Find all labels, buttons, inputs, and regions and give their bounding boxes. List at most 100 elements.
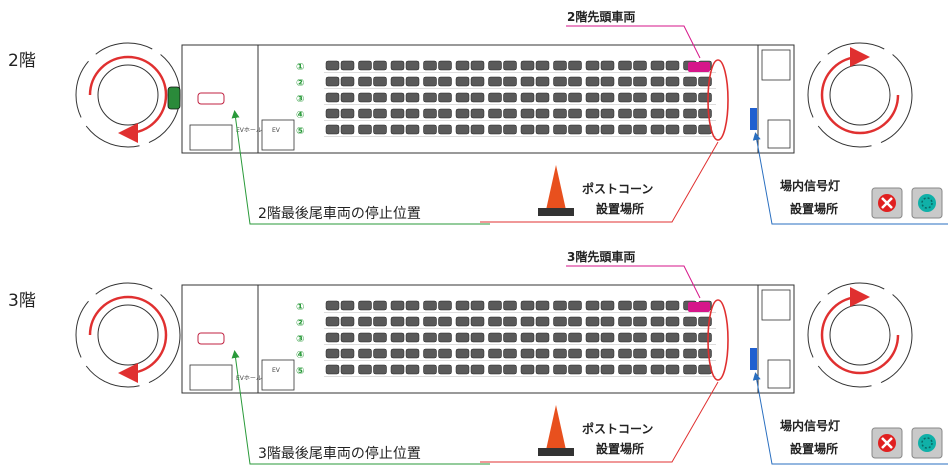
parked-car-icon [340, 60, 355, 71]
parked-car-icon [340, 300, 355, 311]
parked-car-icon [488, 108, 502, 119]
parked-car-icon [405, 300, 420, 311]
parked-car-icon [390, 60, 405, 71]
floor-section-2f: 2階 EV EVホール ① ② ③ ④ ⑤ [8, 9, 948, 225]
parked-car-icon [503, 300, 517, 311]
parked-car-icon [585, 60, 600, 71]
parked-car-icon [325, 348, 340, 359]
parked-car-icon [665, 76, 680, 87]
parked-car-icon [325, 364, 340, 375]
parked-car-icon [503, 316, 517, 327]
parked-car-icon [698, 364, 712, 375]
stop-signal-icon [871, 427, 903, 459]
tail-vehicle-caption: 2階最後尾車両の停止位置 [258, 205, 421, 222]
row-number-1: ① [296, 62, 304, 73]
parked-car-icon [470, 108, 485, 119]
parked-car-icon [325, 124, 340, 135]
parked-car-icon [553, 92, 567, 103]
parked-car-icon [373, 76, 387, 87]
cone-zone [707, 59, 729, 141]
signal-light-icon [750, 108, 757, 130]
parked-car-icon [340, 92, 355, 103]
parked-car-icon [568, 348, 582, 359]
parked-car-icon [650, 124, 665, 135]
parked-car-icon [358, 364, 372, 375]
parked-car-icon [520, 124, 535, 135]
parked-car-icon [470, 124, 485, 135]
parked-car-icon [488, 76, 502, 87]
parked-car-icon [665, 348, 680, 359]
parked-car-icon [455, 92, 470, 103]
parked-car-icon [520, 76, 535, 87]
parked-car-icon [405, 332, 420, 343]
parked-car-icon [520, 60, 535, 71]
parked-car-icon [553, 124, 567, 135]
parked-car-icon [405, 60, 420, 71]
signal-label-line2: 設置場所 [790, 201, 838, 216]
parked-car-icon [600, 332, 615, 343]
parked-car-icon [455, 364, 470, 375]
parked-car-icon [585, 364, 600, 375]
parked-car-icon [488, 60, 502, 71]
parked-car-icon [553, 76, 567, 87]
parked-car-icon [650, 92, 665, 103]
parked-car-icon [618, 348, 632, 359]
parked-car-icon [470, 92, 485, 103]
parked-car-icon [568, 300, 582, 311]
parked-car-icon [405, 92, 420, 103]
parked-car-icon [683, 348, 697, 359]
parked-car-icon [503, 108, 517, 119]
parked-car-icon [325, 76, 340, 87]
parked-car-icon [373, 124, 387, 135]
floor-label: 3階 [8, 291, 36, 311]
parked-car-icon [390, 76, 405, 87]
parked-car-icon [618, 108, 632, 119]
entering-car-icon [167, 86, 181, 110]
parked-car-icon [698, 332, 712, 343]
parked-car-icon [503, 332, 517, 343]
parked-car-icon [438, 364, 452, 375]
parked-car-icon [633, 332, 647, 343]
parked-car-icon [438, 316, 452, 327]
parked-car-icon [665, 108, 680, 119]
parked-car-icon [633, 300, 647, 311]
parked-car-icon [488, 364, 502, 375]
parked-car-icon [503, 76, 517, 87]
parked-car-icon [358, 348, 372, 359]
parked-car-icon [600, 76, 615, 87]
parked-car-icon [520, 332, 535, 343]
lead-car-icon [688, 62, 710, 72]
parked-car-icon [535, 364, 550, 375]
parked-car-icon [438, 124, 452, 135]
parked-car-icon [358, 76, 372, 87]
parked-car-icon [650, 76, 665, 87]
parked-car-icon [488, 92, 502, 103]
parked-car-icon [438, 332, 452, 343]
row-number-2: ② [296, 318, 304, 329]
parked-car-icon [665, 332, 680, 343]
parked-car-icon [618, 300, 632, 311]
parked-car-icon [390, 108, 405, 119]
signal-label-line1: 場内信号灯 [780, 178, 840, 193]
parked-car-icon [650, 316, 665, 327]
parked-car-icon [568, 364, 582, 375]
parked-car-icon [488, 316, 502, 327]
parked-car-icon [358, 60, 372, 71]
parked-car-icon [600, 60, 615, 71]
parked-car-icon [325, 108, 340, 119]
parked-car-icon [535, 124, 550, 135]
row-number-5: ⑤ [296, 126, 304, 137]
parked-car-icon [698, 92, 712, 103]
parked-car-icon [325, 332, 340, 343]
parked-car-icon [340, 76, 355, 87]
tail-car-icon [197, 92, 225, 105]
parked-car-icon [470, 332, 485, 343]
lead-vehicle-label: 3階先頭車両 [567, 249, 635, 264]
left-ramp [75, 282, 181, 388]
parked-car-icon [423, 92, 437, 103]
parked-car-icon [618, 364, 632, 375]
parked-car-icon [503, 92, 517, 103]
parked-car-icon [373, 316, 387, 327]
parked-car-icon [325, 316, 340, 327]
parked-car-icon [683, 92, 697, 103]
